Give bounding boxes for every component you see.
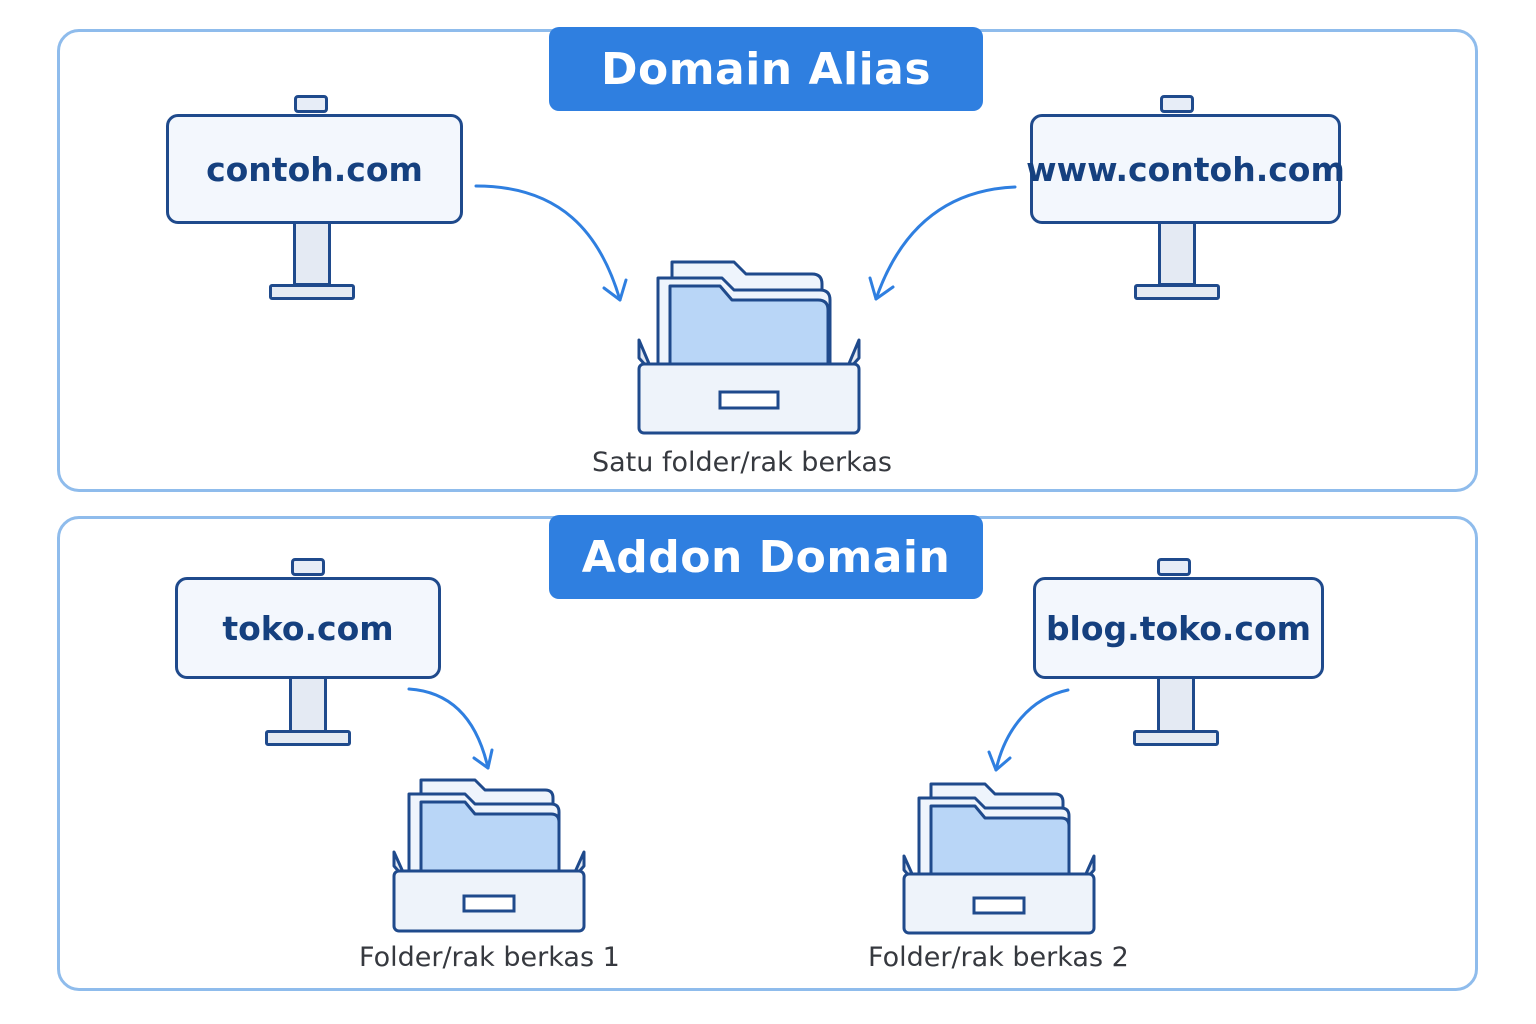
domain-alias-title: Domain Alias [549, 27, 983, 111]
domain-label-blog-toko: blog.toko.com [1033, 577, 1324, 679]
addon-domain-title: Addon Domain [549, 515, 983, 599]
domain-label-toko: toko.com [175, 577, 441, 679]
signpost-blog-toko: blog.toko.com [1033, 558, 1324, 746]
folder-tray-icon [901, 780, 1097, 936]
curved-arrow-icon [987, 688, 1070, 772]
domain-label-contoh: contoh.com [166, 114, 463, 224]
folder-caption-1: Folder/rak berkas 1 [359, 942, 620, 973]
folder-tray-icon [391, 776, 587, 934]
signpost-contoh: contoh.com [166, 95, 463, 301]
curved-arrow-icon [407, 687, 494, 770]
folder-caption-2: Folder/rak berkas 2 [868, 942, 1129, 973]
signpost-www-contoh: www.contoh.com [1026, 95, 1345, 301]
curved-arrow-icon [868, 185, 1017, 301]
signpost-toko: toko.com [175, 558, 441, 746]
folder-tray-icon [636, 256, 862, 436]
folder-caption-alias: Satu folder/rak berkas [592, 447, 892, 478]
curved-arrow-icon [474, 184, 628, 302]
domain-label-www-contoh: www.contoh.com [1026, 114, 1345, 224]
